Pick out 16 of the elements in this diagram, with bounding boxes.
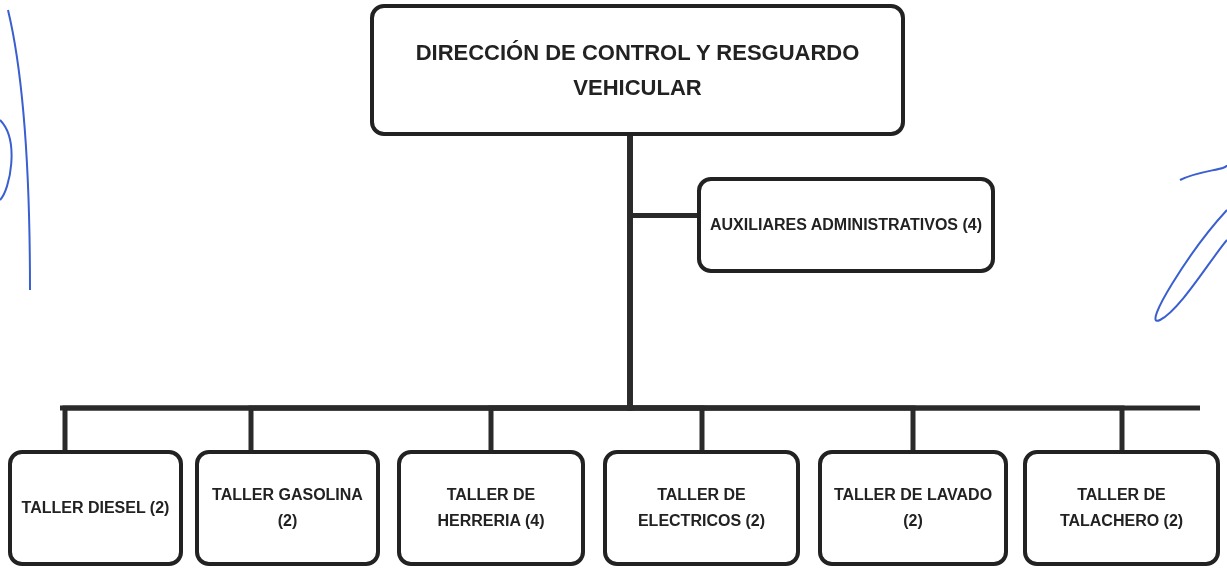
unit-name: TALLER DE ELECTRICOS (2): [636, 485, 767, 531]
unit-box: [8, 450, 183, 566]
unit-name: TALLER DE HERRERIA (4): [436, 485, 546, 531]
unit-box: [195, 450, 380, 566]
unit-name: TALLER DE TALACHERO (2): [1058, 485, 1185, 531]
unit-name: AUXILIARES ADMINISTRATIVOS (4): [710, 215, 982, 236]
unit-name: TALLER GASOLINA (2): [211, 485, 364, 531]
unit-box: [397, 450, 585, 566]
head-office-box: [370, 4, 905, 136]
unit-box: [818, 450, 1008, 566]
unit-name: DIRECCIÓN DE CONTROL Y RESGUARDO VEHICULAR: [414, 38, 861, 102]
unit-box: [697, 177, 995, 273]
unit-box: [603, 450, 800, 566]
unit-name: TALLER DIESEL (2): [21, 498, 170, 519]
unit-name: TALLER DE LAVADO (2): [832, 485, 994, 531]
unit-box: [1023, 450, 1220, 566]
